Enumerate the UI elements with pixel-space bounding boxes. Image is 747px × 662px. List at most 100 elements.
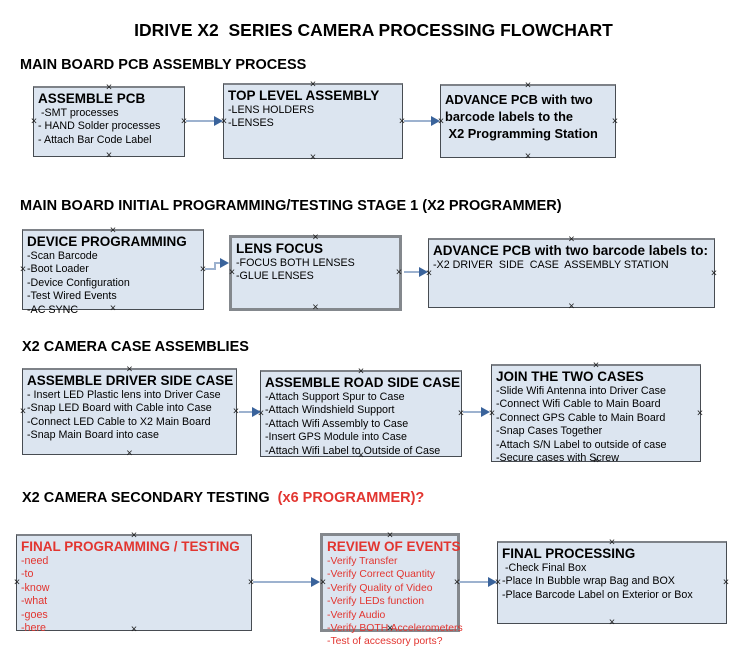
box-line: -Verify BOTH Accelerometers [327,623,463,635]
box-title: ASSEMBLE DRIVER SIDE CASE [27,373,234,388]
box-title: ASSEMBLE PCB [38,91,146,106]
heading-black-part: X2 CAMERA SECONDARY TESTING [22,490,278,506]
box-line: -to [21,568,34,581]
connection-point-icon: × [105,149,113,162]
connector-line [214,262,221,264]
box-line: -Snap Cases Together [496,425,603,438]
box-line: -Connect LED Cable to X2 Main Board [27,415,211,428]
box-line: -Verify Audio [327,609,386,621]
box-line: -Secure cases with Screw [496,452,619,465]
box-line: -need [21,555,49,567]
box-line: barcode labels to the [445,109,574,124]
connector-line [463,411,482,413]
connection-point-icon: × [524,150,532,163]
flow-box-lens-focus: LENS FOCUS -FOCUS BOTH LENSES-GLUE LENSE… [228,232,402,314]
box-line: -Verify Transfer [327,556,398,567]
connection-point-icon: × [608,616,616,629]
box-line: -Test of accessory ports? [327,636,443,648]
box-line: -Connect GPS Cable to Main Board [496,411,666,424]
box-line: -Scan Barcode [27,250,98,262]
box-line: -SMT processes [38,107,119,119]
connection-point-icon: × [568,300,575,313]
box-title: TOP LEVEL ASSEMBLY [228,88,380,103]
box-title: DEVICE PROGRAMMING [27,234,187,249]
box-line: X2 Programming Station [445,126,598,141]
box-line: -AC SYNC [27,303,79,316]
box-line: -Place In Bubble wrap Bag and BOX [502,575,675,588]
box-line: -Place Barcode Label on Exterior or Box [502,588,693,601]
page-title: IDRIVE X2 SERIES CAMERA PROCESSING FLOWC… [134,20,613,40]
box-line: -Snap Main Board into case [27,429,159,442]
box-line: -what [21,595,48,608]
arrow-head-icon [488,577,497,587]
box-title: ADVANCE PCB with two barcode labels to: [433,243,709,258]
section-heading-case-assemblies: X2 CAMERA CASE ASSEMBLIES [22,339,249,355]
box-line: - HAND Solder processes [38,120,161,133]
flow-box-advance-pcb-driver-side-station: ADVANCE PCB with two barcode labels to: … [426,234,717,312]
box-line: -Connect Wifi Cable to Main Board [496,398,661,411]
arrow-head-icon [431,116,440,126]
connector-line [239,411,253,413]
arrow-head-icon [214,116,223,126]
box-line: -X2 DRIVER SIDE CASE ASSEMBLY STATION [433,259,669,271]
box-line: -FOCUS BOTH LENSES [236,257,355,269]
connector-line [404,120,432,122]
connector-line [205,268,216,270]
box-title: FINAL PROGRAMMING / TESTING [21,539,240,554]
flow-box-final-processing: FINAL PROCESSING -Check Final Box-Place … [495,537,729,628]
box-line: -Check Final Box [502,562,587,574]
arrow-head-icon [252,407,261,417]
connection-point-icon: × [312,301,319,314]
box-items: -Scan Barcode-Boot Loader-Device Configu… [27,250,203,317]
box-title: FINAL PROCESSING [502,546,636,561]
box-line: -Snap LED Board with Cable into Case [27,402,212,415]
box-line: -here [21,622,46,635]
box-line: -Attach Wifi Label to Outside of Case [265,444,441,457]
box-line: -Boot Loader [27,263,89,276]
connection-point-icon: × [228,266,236,279]
box-title: REVIEW OF EVENTS [327,539,461,554]
box-items: -Slide Wifi Antenna into Driver Case-Con… [496,385,700,465]
flow-box-assemble-driver-side-case: ASSEMBLE DRIVER SIDE CASE - Insert LED P… [19,364,239,459]
box-line: - Attach Bar Code Label [38,133,152,146]
box-items: -need-to-know-what-goes-here [21,555,251,635]
box-items: -LENS HOLDERS-LENSES [228,104,402,131]
box-line: - Insert LED Plastic lens into Driver Ca… [27,389,221,401]
arrow-head-icon [419,267,428,277]
box-line: -Verify LEDs function [327,596,425,608]
box-title: ASSEMBLE ROAD SIDE CASE [265,375,461,390]
section-heading-secondary-testing: X2 CAMERA SECONDARY TESTING (x6 PROGRAMM… [22,490,424,506]
box-items: -Attach Support Spur to Case-Attach Wind… [265,391,461,458]
connector-line [404,271,420,273]
box-line: -Slide Wifi Antenna into Driver Case [496,385,666,397]
box-line: -GLUE LENSES [236,270,314,283]
box-line: -Device Configuration [27,276,130,289]
box-line: -know [21,581,50,594]
connection-point-icon: × [19,263,27,276]
heading-red-part: (x6 PROGRAMMER)? [277,490,425,506]
connection-point-icon: × [30,115,38,128]
box-title: JOIN THE TWO CASES [496,369,644,384]
box-line: -goes [21,608,48,621]
connection-point-icon: × [319,576,327,588]
box-line: -Attach Windshield Support [265,404,395,417]
box-items: -Verify Transfer-Verify Correct Quantity… [327,555,463,649]
arrow-head-icon [311,577,320,587]
box-line: -Attach Wifi Assembly to Case [265,417,409,430]
box-line: -Test Wired Events [27,290,117,303]
box-items: -FOCUS BOTH LENSES-GLUE LENSES [236,257,399,284]
connection-point-icon: × [13,576,21,589]
connector-line [214,262,216,270]
connection-point-icon: × [19,405,27,418]
connector-line [253,581,312,583]
box-line: -Attach S/N Label to outside of case [496,438,667,451]
box-line: -Verify Quality of Video [327,582,433,594]
box-items: -Check Final Box-Place In Bubble wrap Ba… [502,562,726,602]
section-heading-pcb-assembly: MAIN BOARD PCB ASSEMBLY PROCESS [20,57,307,73]
connector-line [186,120,215,122]
flow-box-assemble-pcb: ASSEMBLE PCB -SMT processes- HAND Solder… [30,82,187,161]
flow-box-final-programming-testing: FINAL PROGRAMMING / TESTING -need-to-kno… [13,530,254,635]
box-line: -LENS HOLDERS [228,104,315,116]
